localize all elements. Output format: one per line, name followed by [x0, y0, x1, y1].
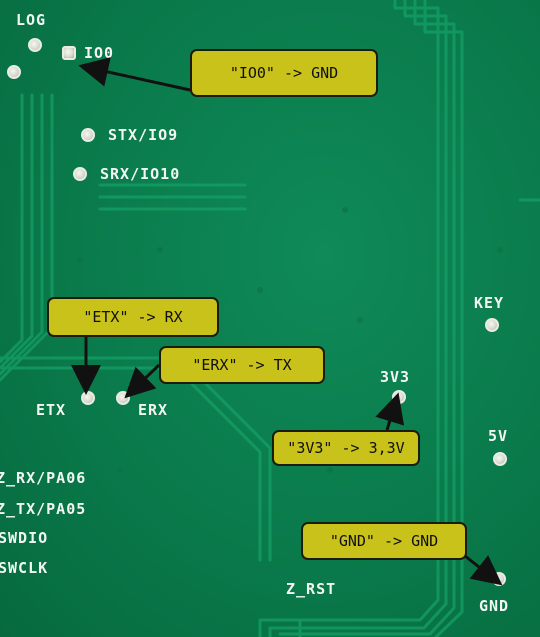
- label-swdio: SWDIO: [0, 529, 49, 547]
- pad-gnd: [492, 572, 506, 586]
- pad-srx: [73, 167, 87, 181]
- label-z-rst: Z_RST: [286, 580, 337, 598]
- note-io0-gnd: "IO0" -> GND: [190, 49, 378, 97]
- label-etx: ETX: [36, 401, 67, 419]
- label-io0: IO0: [84, 44, 115, 62]
- label-log: LOG: [16, 11, 47, 29]
- note-etx-rx: "ETX" -> RX: [47, 297, 219, 337]
- pad-log: [28, 38, 42, 52]
- label-swclk: SWCLK: [0, 559, 49, 577]
- label-srx-io10: SRX/IO10: [100, 165, 181, 183]
- label-3v3: 3V3: [380, 368, 411, 386]
- label-erx: ERX: [138, 401, 169, 419]
- pad-5v: [493, 452, 507, 466]
- label-z-rx-pa06: Z_RX/PA06: [0, 469, 87, 487]
- pad-3v3: [392, 390, 406, 404]
- label-5v: 5V: [488, 427, 509, 445]
- pad-unlabeled: [7, 65, 21, 79]
- note-gnd-gnd: "GND" -> GND: [301, 522, 467, 560]
- pad-key: [485, 318, 499, 332]
- pad-io0: [62, 46, 76, 60]
- note-erx-tx: "ERX" -> TX: [159, 346, 325, 384]
- label-gnd: GND: [479, 597, 510, 615]
- note-3v3: "3V3" -> 3,3V: [272, 430, 420, 466]
- pad-stx: [81, 128, 95, 142]
- pad-etx: [81, 391, 95, 405]
- label-key: KEY: [474, 294, 505, 312]
- pad-erx: [116, 391, 130, 405]
- label-stx-io9: STX/IO9: [108, 126, 179, 144]
- label-z-tx-pa05: Z_TX/PA05: [0, 500, 87, 518]
